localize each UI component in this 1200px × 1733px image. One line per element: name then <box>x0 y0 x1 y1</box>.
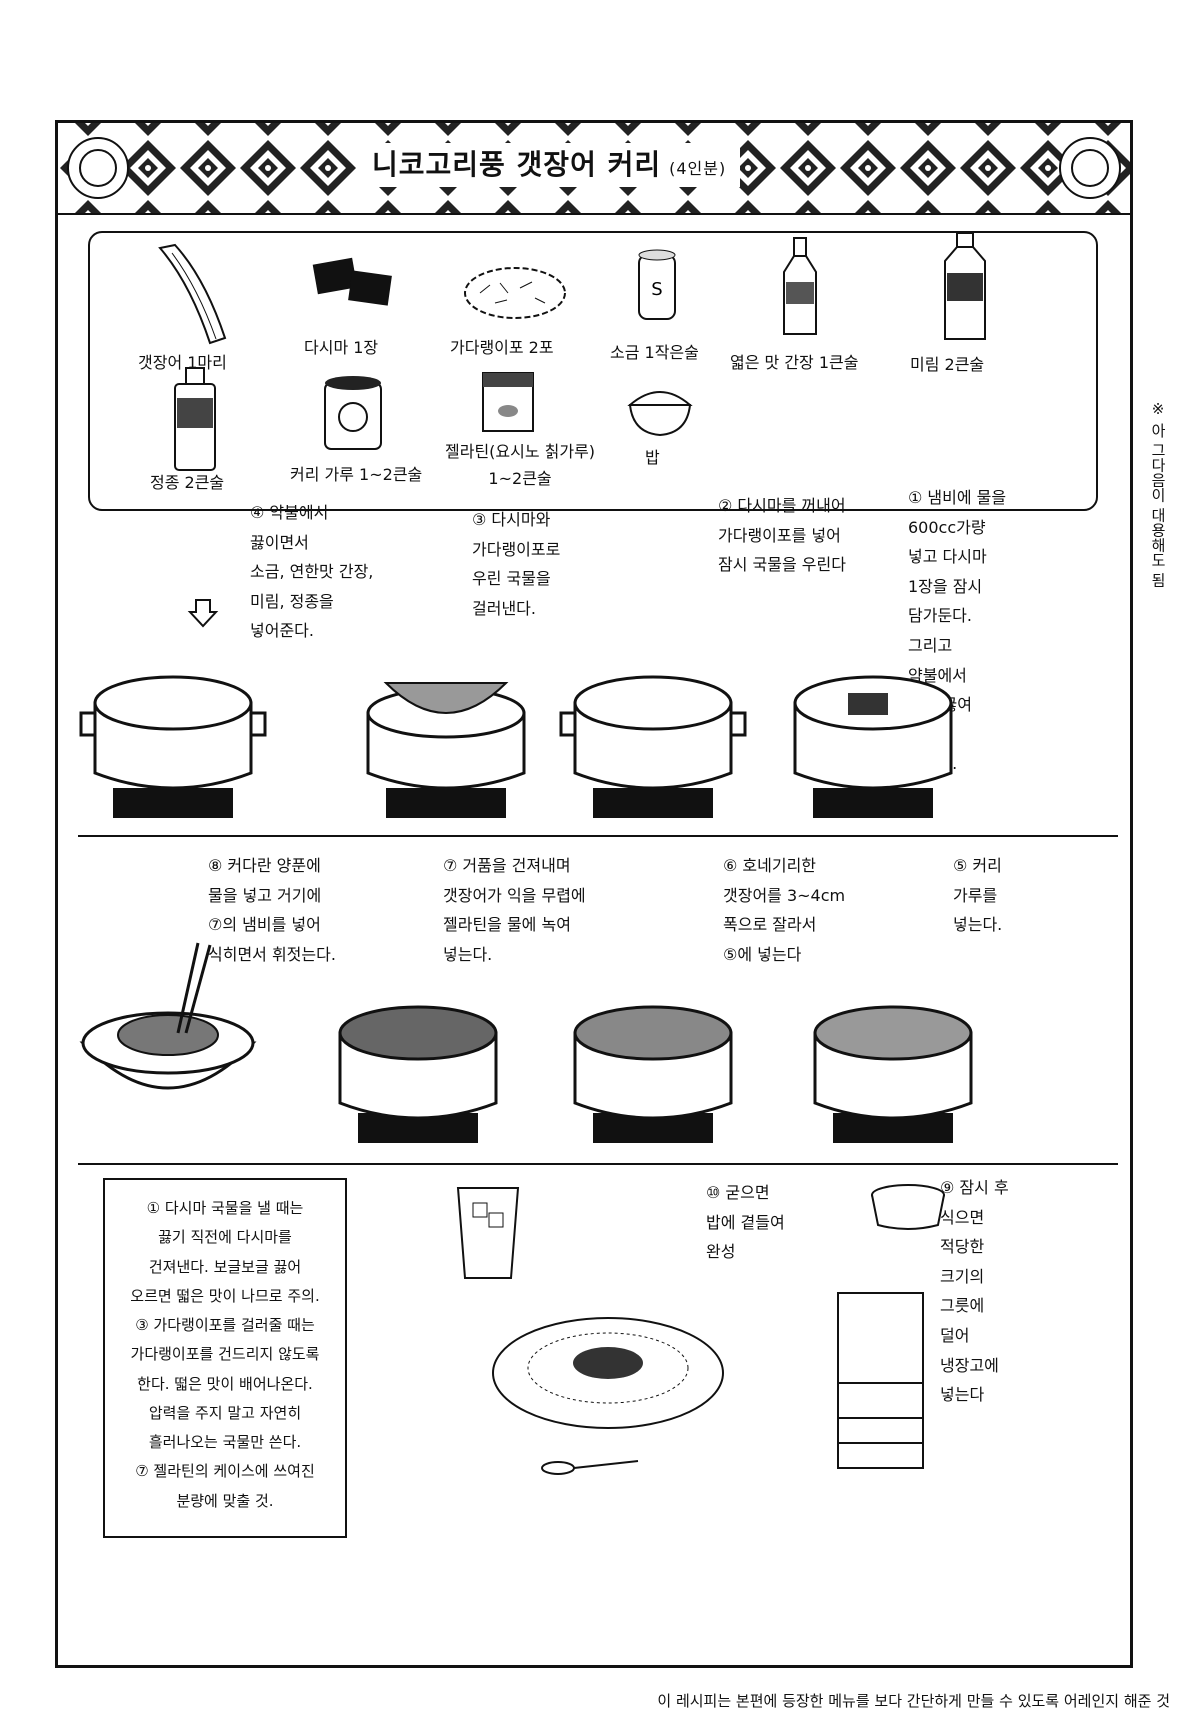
section-divider-2 <box>78 1163 1118 1165</box>
recipe-frame: 니코고리풍 갯장어 커리 (4인분) S <box>55 120 1133 1668</box>
step-7-text: ⑦ 거품을 건져내며 갯장어가 익을 무렵에 젤라틴을 물에 녹여 넣는다. <box>443 856 586 964</box>
ramekin-icon <box>871 1184 945 1230</box>
ingredient-label-rice: 밥 <box>645 448 660 467</box>
recipe-title: 니코고리풍 갯장어 커리 (4인분) <box>358 143 741 187</box>
curry-powder-can-icon <box>324 376 382 450</box>
ingredient-label-kelp: 다시마 1장 <box>304 338 379 357</box>
pot-step-6-curry <box>573 1005 733 1143</box>
ingredient-label-gelatin: 젤라틴(요시노 칡가루) 1~2큰술 <box>445 442 596 489</box>
gelatin-box-icon <box>482 372 534 432</box>
ingredient-label-salt: 소금 1작은술 <box>610 343 699 362</box>
step-3-text: ③ 다시마와 가다랭이포로 우린 국물을 걸러낸다. <box>472 510 561 618</box>
rice-bowl-icon <box>627 391 693 437</box>
footer-note: 이 레시피는 본편에 등장한 메뉴를 보다 간단하게 만들 수 있도록 어레인지… <box>657 1692 1170 1710</box>
curry-jelly-rice-plate-icon <box>492 1317 724 1475</box>
pot-step-3-straining <box>366 682 526 818</box>
ingredient-label-eel: 갯장어 1마리 <box>138 353 227 372</box>
title-band: 니코고리풍 갯장어 커리 (4인분) <box>58 123 1130 215</box>
ingredients-box: S 갯장어 1 <box>88 231 1098 511</box>
ice-bowl-step-8 <box>79 942 257 1090</box>
refrigerator-icon <box>837 1292 924 1469</box>
ingredient-label-sake: 정종 2큰술 <box>150 473 225 492</box>
tips-note-box: ① 다시마 국물을 낼 때는 끓기 직전에 다시마를 건져낸다. 보글보글 끓어… <box>103 1178 347 1538</box>
section-divider-1 <box>78 835 1118 837</box>
ingredient-label-soy: 엷은 맛 간장 1큰술 <box>730 353 859 372</box>
pot-step-7-curry <box>338 1005 498 1143</box>
eel-icon <box>158 243 227 345</box>
mirin-bottle-icon <box>944 232 986 340</box>
step-10-text: ⑩ 굳으면 밥에 곁들여 완성 <box>706 1183 785 1262</box>
salt-shaker-icon: S <box>638 249 676 320</box>
step-9-text: ⑨ 잠시 후 식으면 적당한 크기의 그릇에 덜어 냉장고에 넣는다 <box>940 1178 1009 1405</box>
title-servings: (4인분) <box>669 159 727 178</box>
bonito-flakes-icon <box>464 267 566 319</box>
step-2-text: ② 다시마를 꺼내어 가다랭이포를 넣어 잠시 국물을 우린다 <box>718 496 846 575</box>
step-5-text: ⑤ 커리 가루를 넣는다. <box>953 856 1003 935</box>
pot-step-5-curry <box>813 1005 973 1143</box>
pot-step-4 <box>79 675 267 818</box>
step-6-text: ⑥ 호네기리한 갯장어를 3~4cm 폭으로 잘라서 ⑤에 넣는다 <box>723 856 846 964</box>
side-note: ※ 아 그다음이 대용해도 됨 <box>1149 400 1167 588</box>
pot-step-2 <box>559 675 747 818</box>
ingredient-label-mirin: 미림 2큰술 <box>910 355 985 374</box>
sake-bottle-icon <box>174 367 216 471</box>
ingredient-label-curry: 커리 가루 1~2큰술 <box>290 465 423 484</box>
svg-text:S: S <box>651 279 662 300</box>
step-4-text: ④ 약불에서 끓이면서 소금, 연한맛 간장, 미림, 정종을 넣어준다. <box>250 503 374 641</box>
iced-drink-glass-icon <box>456 1187 520 1279</box>
step-8-text: ⑧ 커다란 양푼에 물을 넣고 거기에 ⑦의 냄비를 넣어 식히면서 휘젓는다. <box>208 856 336 964</box>
ingredient-label-bonito: 가다랭이포 2포 <box>450 338 554 357</box>
pot-step-1-kelp <box>793 675 953 818</box>
title-main: 니코고리풍 갯장어 커리 <box>372 148 662 181</box>
kelp-icon <box>312 257 392 306</box>
soy-sauce-bottle-icon <box>783 237 817 335</box>
down-arrow-icon <box>187 599 219 628</box>
